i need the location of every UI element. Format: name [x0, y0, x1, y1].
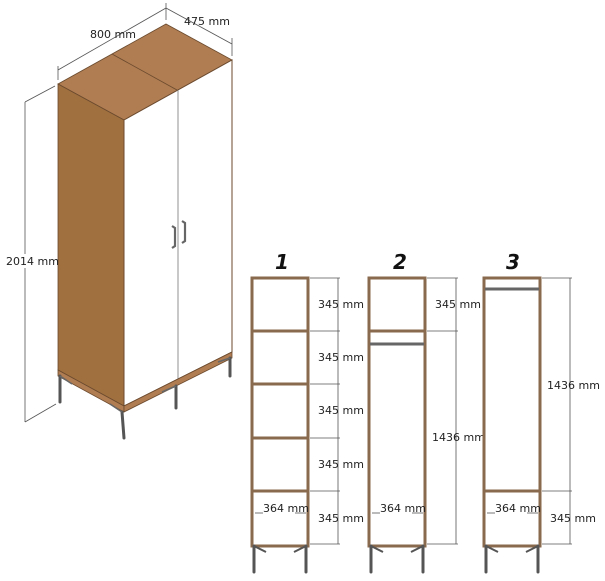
- section-number: 2: [393, 250, 407, 274]
- height-label: 1436 mm: [547, 379, 600, 392]
- leg-icon: [369, 544, 425, 574]
- depth-label: 475 mm: [184, 15, 230, 28]
- handle-left-icon: [171, 225, 177, 249]
- width-dimension: 800 mm: [57, 3, 167, 80]
- inner-width-label: 364 mm: [380, 502, 426, 515]
- width-label: 800 mm: [90, 28, 136, 41]
- height-label: 345 mm: [318, 298, 364, 311]
- height-label: 2014 mm: [6, 255, 59, 268]
- section-number: 3: [506, 250, 520, 274]
- section-2: 2 345 mm 1436 mm 364 mm: [367, 250, 485, 574]
- height-label: 345 mm: [318, 404, 364, 417]
- section-number: 1: [275, 250, 289, 274]
- height-label: 345 mm: [550, 512, 596, 525]
- section-1: 1 345 mm 345 mm 345 mm 345 mm 345 mm 364…: [250, 250, 364, 574]
- handle-right-icon: [181, 220, 187, 244]
- depth-dimension: 475 mm: [165, 7, 233, 56]
- leg-icon: [120, 410, 126, 440]
- leg-icon: [252, 544, 308, 574]
- height-label: 345 mm: [318, 458, 364, 471]
- height-label: 345 mm: [318, 512, 364, 525]
- section-3: 3 1436 mm 345 mm 364 mm: [482, 250, 600, 574]
- height-label: 345 mm: [435, 298, 481, 311]
- inner-width-label: 364 mm: [263, 502, 309, 515]
- wardrobe-side-panel: [57, 83, 125, 407]
- height-label: 1436 mm: [432, 431, 485, 444]
- inner-width-label: 364 mm: [495, 502, 541, 515]
- height-label: 345 mm: [318, 351, 364, 364]
- height-dimension: 2014 mm: [4, 85, 59, 423]
- leg-icon: [484, 544, 540, 574]
- wardrobe-isometric: [57, 23, 233, 440]
